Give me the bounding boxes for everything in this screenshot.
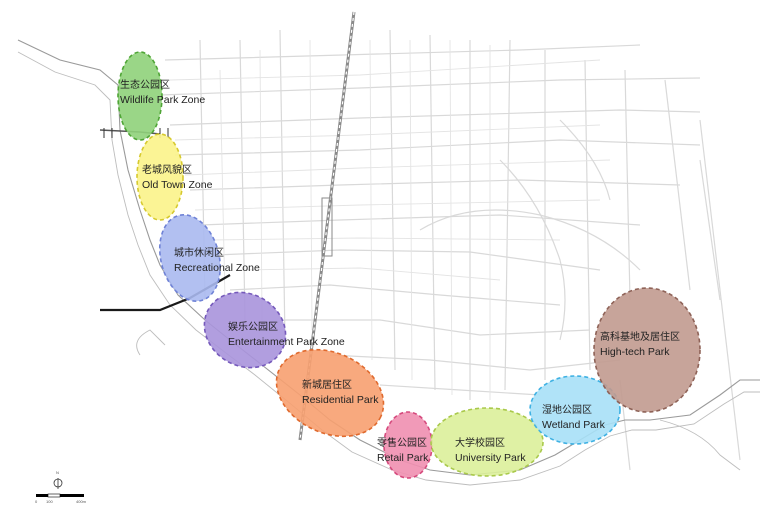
zone-wetland[interactable] bbox=[529, 375, 621, 445]
scale-bar bbox=[36, 478, 84, 498]
label-wetland: 湿地公园区 Wetland Park bbox=[542, 405, 605, 431]
north-label: N bbox=[56, 470, 59, 475]
zone-residential[interactable] bbox=[262, 333, 397, 453]
scale-tick-0: 0 bbox=[35, 499, 38, 504]
label-recreational: 城市休闲区 Recreational Zone bbox=[174, 248, 260, 274]
label-residential: 新城居住区 Residential Park bbox=[302, 380, 379, 406]
label-wildlife: 生态公园区 Wildlife Park Zone bbox=[120, 80, 206, 106]
zone-university[interactable] bbox=[430, 407, 544, 477]
label-entertainment: 娱乐公园区 Entertainment Park Zone bbox=[228, 322, 345, 348]
zone-oldtown[interactable] bbox=[136, 133, 184, 221]
label-retail: 零售公园区 Retail Park bbox=[377, 438, 429, 464]
label-oldtown: 老城风貌区 Old Town Zone bbox=[142, 165, 213, 191]
label-hightech: 高科基地及居住区 High-tech Park bbox=[600, 332, 680, 358]
bridge-marks bbox=[103, 128, 113, 138]
zone-overlays bbox=[117, 51, 701, 479]
zone-wildlife[interactable] bbox=[117, 51, 163, 141]
zone-recreational[interactable] bbox=[151, 208, 230, 308]
zone-hightech[interactable] bbox=[593, 287, 701, 413]
label-university: 大学校园区 University Park bbox=[455, 438, 526, 464]
street-network bbox=[159, 29, 741, 471]
scale-tick-2: 400m bbox=[76, 499, 87, 504]
scale-tick-1: 100 bbox=[46, 499, 53, 504]
zone-entertainment[interactable] bbox=[191, 278, 300, 382]
